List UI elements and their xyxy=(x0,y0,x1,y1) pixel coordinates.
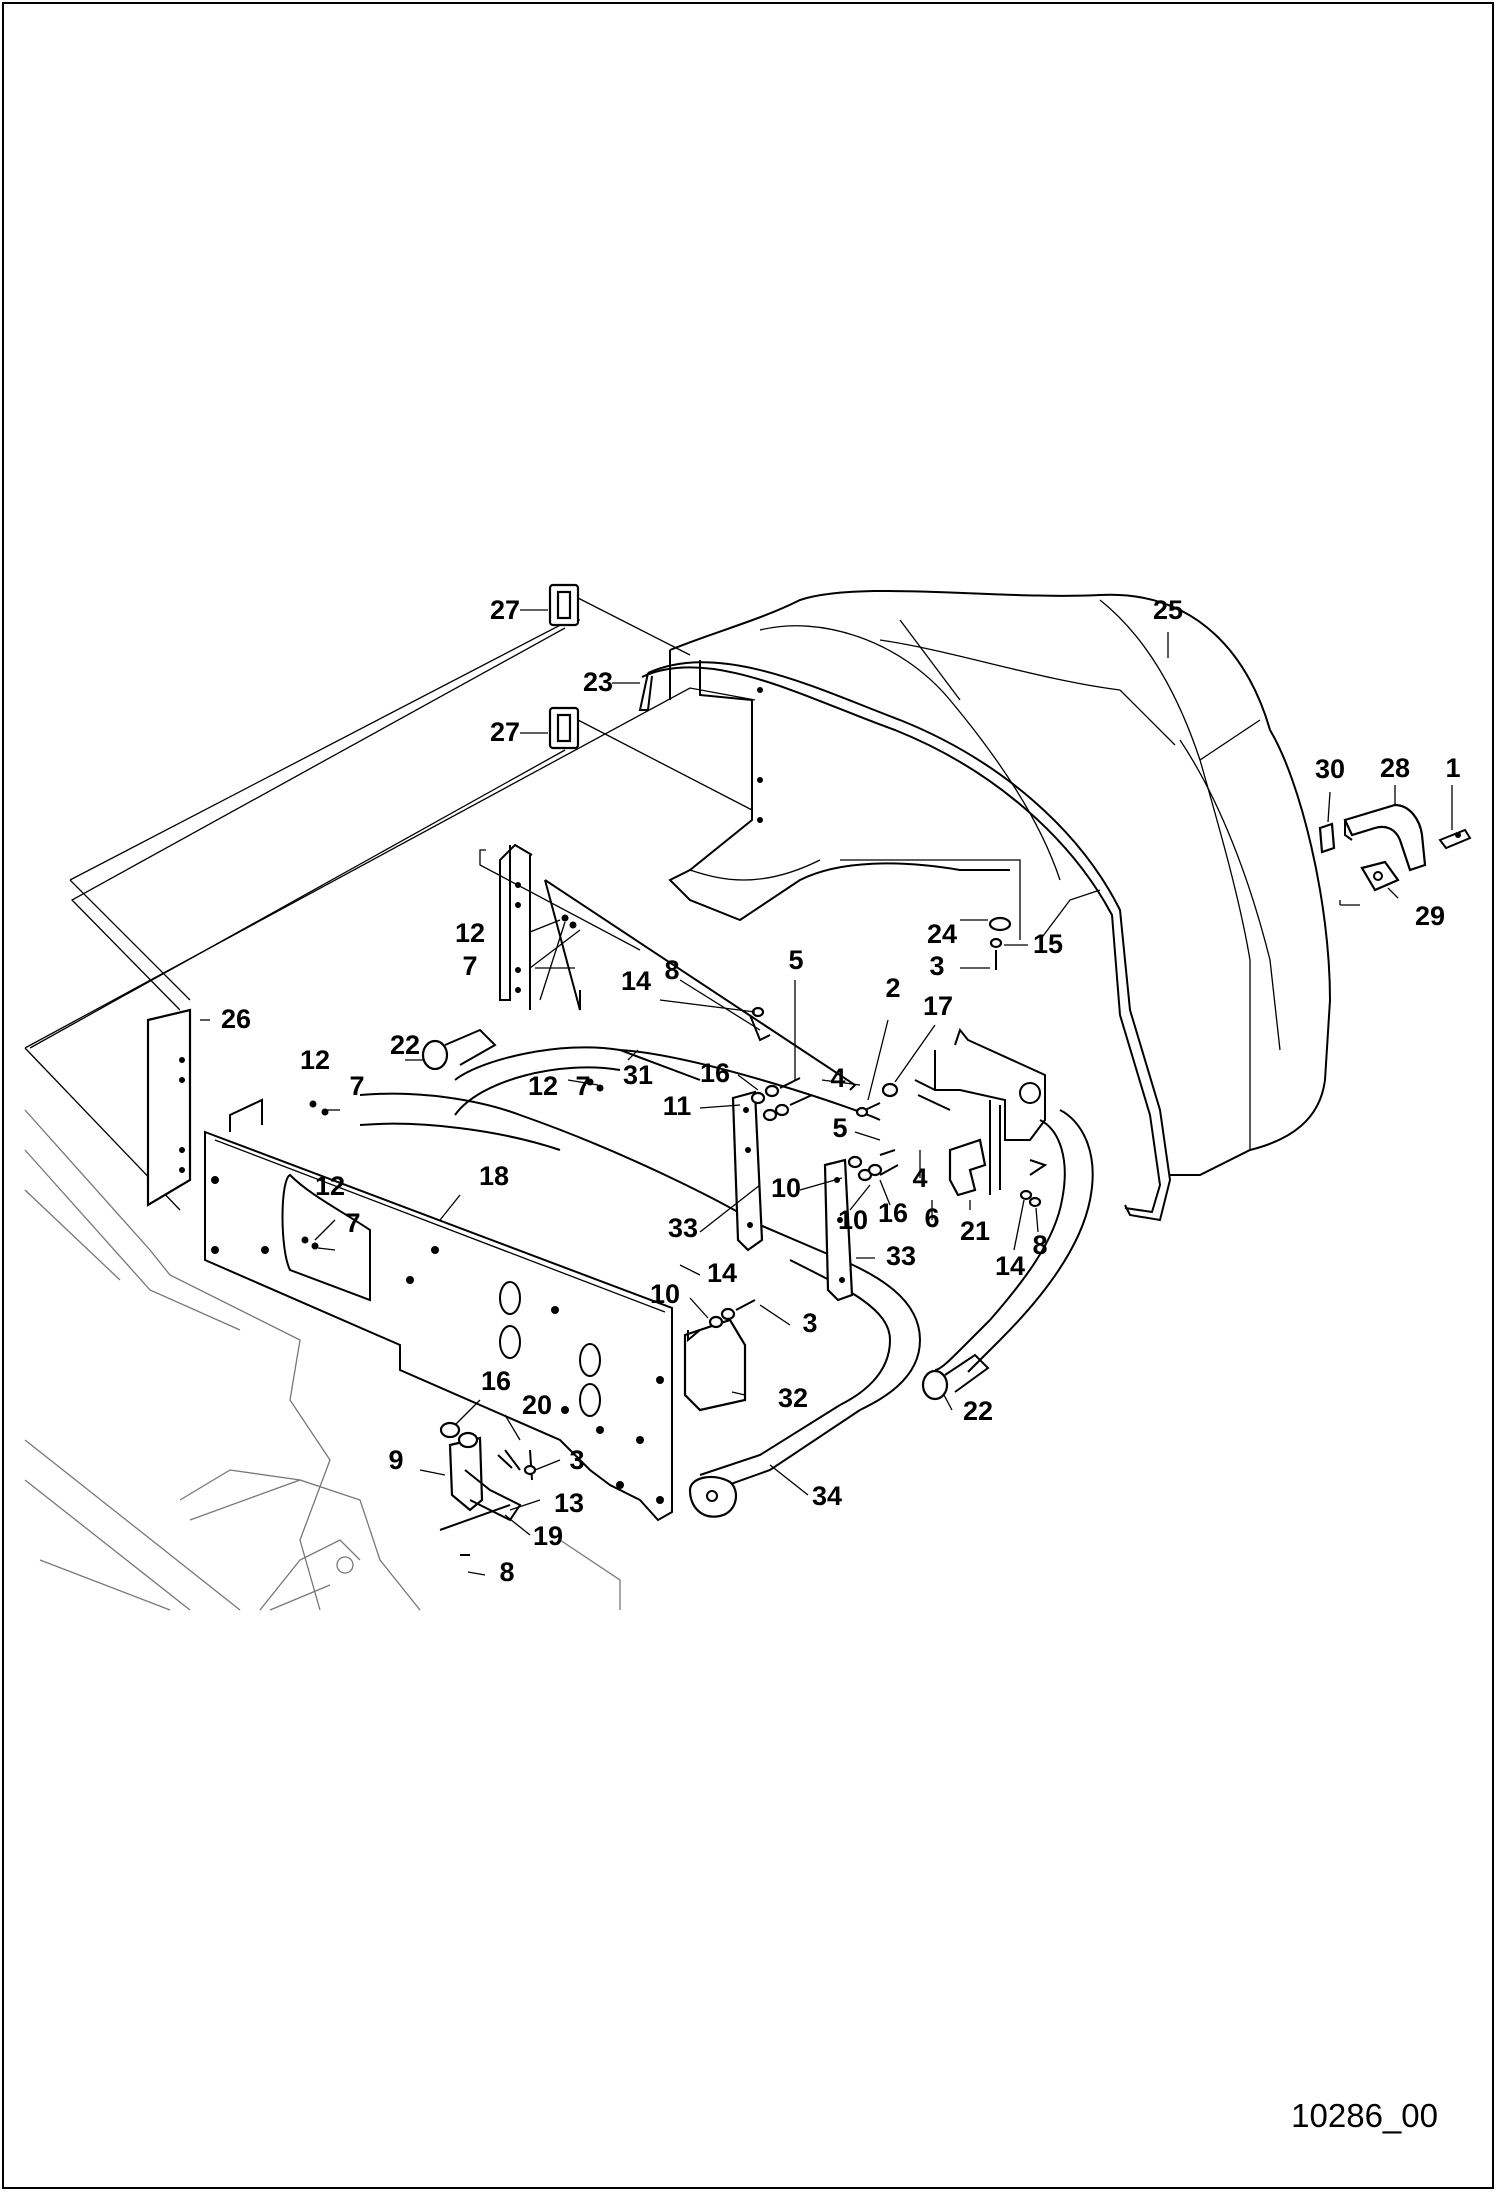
side-plate xyxy=(146,1008,192,1207)
callout-10: 10 xyxy=(650,1279,680,1309)
callout-7: 7 xyxy=(575,1071,590,1101)
callout-6: 6 xyxy=(924,1203,939,1233)
hinge-bracket-lower xyxy=(548,706,580,750)
callout-8: 8 xyxy=(664,955,679,985)
callout-20: 20 xyxy=(522,1390,552,1420)
strap-left xyxy=(731,1090,764,1252)
callout-30: 30 xyxy=(1315,754,1345,784)
tube-frame xyxy=(359,1046,1094,1518)
lower-hinge-assembly xyxy=(439,1421,537,1556)
callout-13: 13 xyxy=(554,1488,584,1518)
callout-15: 15 xyxy=(1033,929,1063,959)
callout-17: 17 xyxy=(923,991,953,1021)
callout-32: 32 xyxy=(778,1383,808,1413)
callout-33: 33 xyxy=(668,1213,698,1243)
callout-7: 7 xyxy=(462,951,477,981)
callout-28: 28 xyxy=(1380,753,1410,783)
fender-canopy xyxy=(638,589,1332,1222)
callout-18: 18 xyxy=(479,1161,509,1191)
callout-19: 19 xyxy=(533,1521,563,1551)
callout-22: 22 xyxy=(390,1030,420,1060)
callout-22: 22 xyxy=(963,1396,993,1426)
callout-8: 8 xyxy=(499,1557,514,1587)
right-mount-bracket xyxy=(914,1027,1048,1195)
callout-5: 5 xyxy=(832,1113,847,1143)
rubber-bumper xyxy=(948,1138,987,1197)
callout-24: 24 xyxy=(927,919,957,949)
callout-34: 34 xyxy=(812,1481,842,1511)
callout-21: 21 xyxy=(960,1216,990,1246)
rear-panel-plate xyxy=(204,1098,673,1522)
latch-spacer xyxy=(1318,822,1336,854)
callout-8: 8 xyxy=(1032,1230,1047,1260)
callout-5: 5 xyxy=(788,945,803,975)
callout-27: 27 xyxy=(490,595,520,625)
callout-12: 12 xyxy=(528,1071,558,1101)
callout-4: 4 xyxy=(830,1063,845,1093)
callout-12: 12 xyxy=(315,1171,345,1201)
callout-9: 9 xyxy=(388,1445,403,1475)
callout-25: 25 xyxy=(1153,595,1183,625)
mount-bracket-32 xyxy=(683,1318,747,1412)
callout-7: 7 xyxy=(349,1071,364,1101)
callout-31: 31 xyxy=(623,1060,653,1090)
callout-4: 4 xyxy=(912,1163,927,1193)
callout-26: 26 xyxy=(221,1004,251,1034)
callout-12: 12 xyxy=(455,918,485,948)
figure-number: 10286_00 xyxy=(1291,2097,1438,2134)
hinge-bracket-upper xyxy=(548,583,580,627)
callout-11: 11 xyxy=(663,1091,692,1121)
leader-lines xyxy=(29,597,1453,1576)
callout-23: 23 xyxy=(583,667,613,697)
hardware-fasteners xyxy=(301,914,1042,1329)
end-cap-left xyxy=(421,1028,497,1071)
callout-14: 14 xyxy=(621,966,651,996)
upright-bracket xyxy=(499,843,857,1091)
end-cap-right xyxy=(921,1353,990,1401)
callout-16: 16 xyxy=(700,1058,730,1088)
latch-handle xyxy=(1343,803,1427,872)
callout-10: 10 xyxy=(771,1173,801,1203)
callout-2: 2 xyxy=(885,973,900,1003)
callout-27: 27 xyxy=(490,717,520,747)
callout-3: 3 xyxy=(929,951,944,981)
callout-12: 12 xyxy=(300,1045,330,1075)
callout-16: 16 xyxy=(481,1366,511,1396)
callout-10: 10 xyxy=(838,1205,868,1235)
latch-key xyxy=(1438,828,1472,850)
callout-14: 14 xyxy=(707,1258,737,1288)
callout-3: 3 xyxy=(569,1445,584,1475)
callout-29: 29 xyxy=(1415,901,1445,931)
callout-33: 33 xyxy=(886,1241,916,1271)
strap-right xyxy=(823,1158,854,1302)
callout-16: 16 xyxy=(878,1198,908,1228)
latch-plate xyxy=(1360,860,1400,892)
callout-labels: 1 2 3 3 3 4 4 5 5 6 7 7 7 7 8 8 8 9 10 1… xyxy=(221,595,1461,1587)
callout-14: 14 xyxy=(995,1251,1025,1281)
callout-1: 1 xyxy=(1445,753,1460,783)
callout-7: 7 xyxy=(345,1208,360,1238)
callout-3: 3 xyxy=(802,1308,817,1338)
machine-frame-background xyxy=(24,1109,621,1611)
platform-outline xyxy=(24,619,1341,1211)
